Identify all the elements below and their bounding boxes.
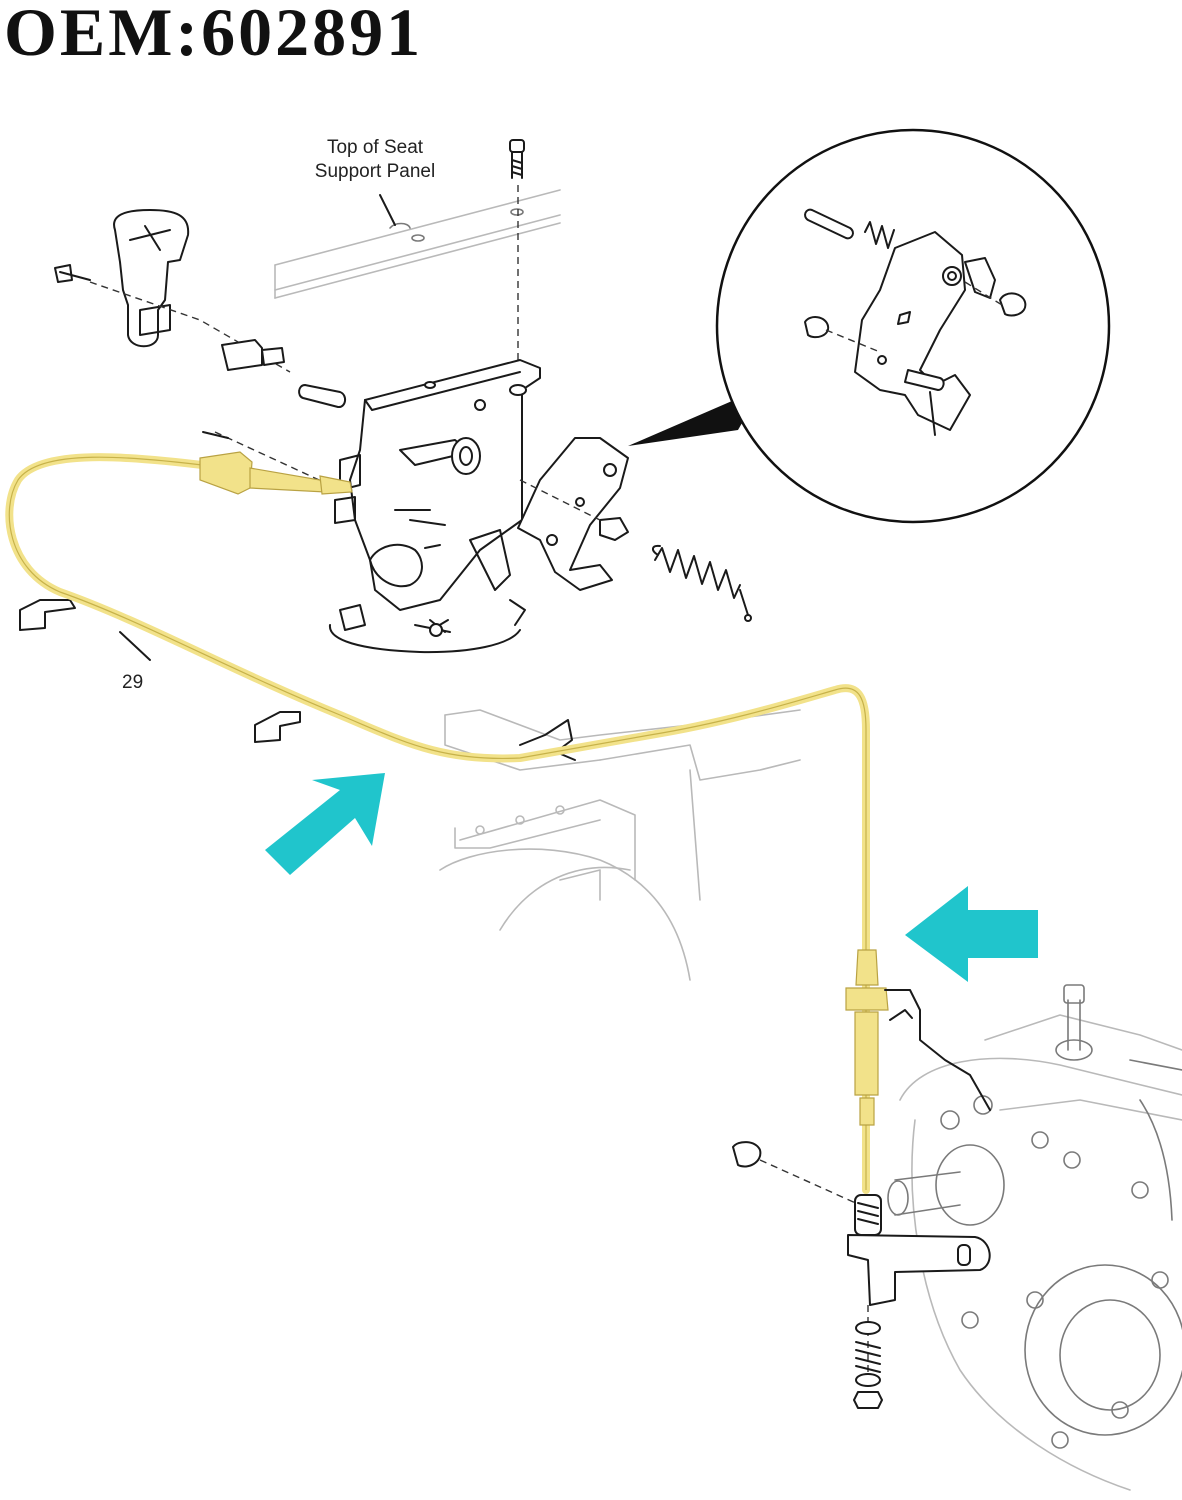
oem-part-number-title: OEM:602891 — [4, 0, 424, 70]
cable-clips — [19, 599, 576, 761]
detail-view-circle — [715, 128, 1111, 524]
throttle-cable — [5, 451, 991, 1194]
connector-pin — [221, 339, 346, 408]
detail-pointer — [628, 388, 762, 446]
transmission-housing — [887, 984, 1182, 1491]
seat-support-panel — [274, 189, 561, 299]
small-screws — [202, 431, 451, 637]
vehicle-frame — [439, 709, 801, 981]
arrow-icon — [905, 886, 1038, 982]
mounting-screw — [509, 139, 525, 179]
seat-panel-label-line1: Top of Seat — [327, 137, 424, 158]
lower-lever-bracket — [732, 1141, 991, 1409]
lever-bracket — [517, 437, 629, 591]
cable-callout-number: 29 — [122, 672, 143, 693]
arrow-icon — [265, 773, 385, 875]
seat-panel-label-line2: Support Panel — [315, 161, 435, 182]
switch-bracket — [214, 359, 541, 654]
return-spring — [652, 544, 752, 622]
